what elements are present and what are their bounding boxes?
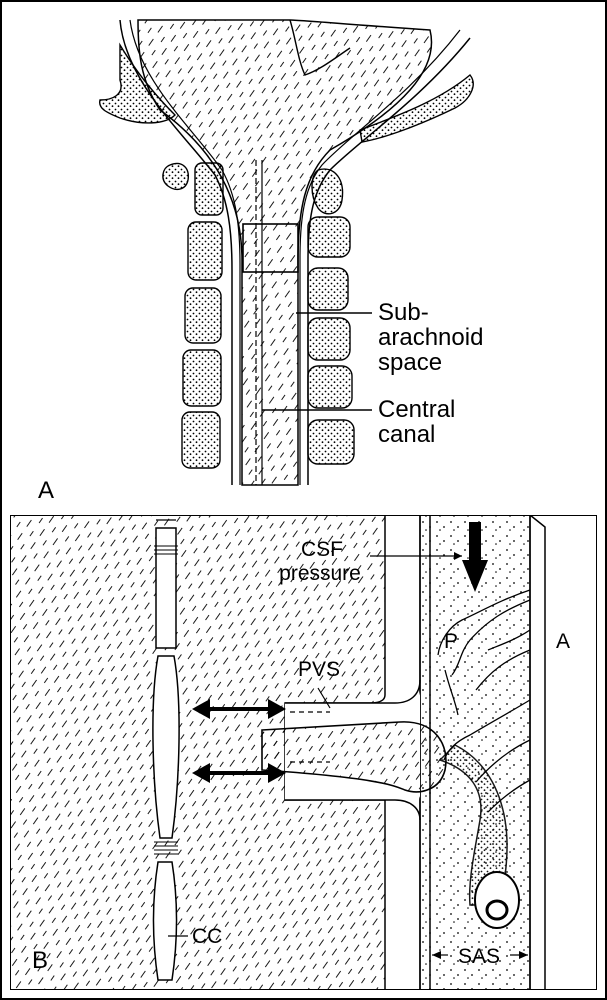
fourth-ventricle: [289, 19, 351, 76]
p-label: P: [444, 630, 458, 653]
cc-label: CC: [192, 925, 222, 948]
csf-pressure-arrow: [462, 522, 488, 592]
meninges-right-inner: [299, 29, 461, 485]
pvs-flow-lines: [290, 711, 330, 763]
occipital-bone-right: [359, 74, 474, 143]
csf-leader-head: [454, 552, 462, 560]
sas-arrow-right: [519, 951, 528, 959]
subarachnoid-label-1: Sub-: [378, 299, 429, 326]
sas-arrow-left: [432, 951, 441, 959]
subarachnoid-label-3: space: [378, 349, 442, 376]
blood-vessel: [261, 721, 447, 793]
flow-arrow-lower: [192, 763, 286, 783]
flow-arrow-upper: [192, 699, 286, 719]
vertebrae-right: [307, 168, 355, 465]
central-canal-label-2: canal: [378, 421, 435, 448]
pvs-leader: [317, 687, 331, 709]
occipital-bone-left: [98, 42, 176, 124]
central-canal: [152, 519, 180, 981]
central-canal-label-1: Central: [378, 396, 455, 423]
arachnoid-membrane: [529, 515, 546, 990]
vessel-lumen: [485, 899, 509, 921]
sas-label: SAS: [458, 945, 500, 968]
subarachnoid-label-2: arachnoid: [378, 324, 483, 351]
pvs-label: PVS: [298, 658, 340, 681]
panel-a: Sub- arachnoid space Central canal A: [38, 19, 483, 504]
panel-a-label: A: [38, 477, 54, 504]
a-label: A: [556, 630, 570, 653]
pvs-wall-bottom: [285, 799, 421, 821]
pvs-wall-top: [285, 679, 421, 704]
pial-branches: [437, 589, 531, 813]
enlargement-box: [242, 223, 299, 273]
csf-label-1: CSF: [301, 538, 343, 561]
panel-b: CSF pressure PVS P A CC SAS B: [10, 515, 597, 990]
panel-b-label: B: [32, 947, 48, 974]
csf-label-2: pressure: [279, 562, 361, 585]
vertebrae-left: [162, 162, 224, 469]
